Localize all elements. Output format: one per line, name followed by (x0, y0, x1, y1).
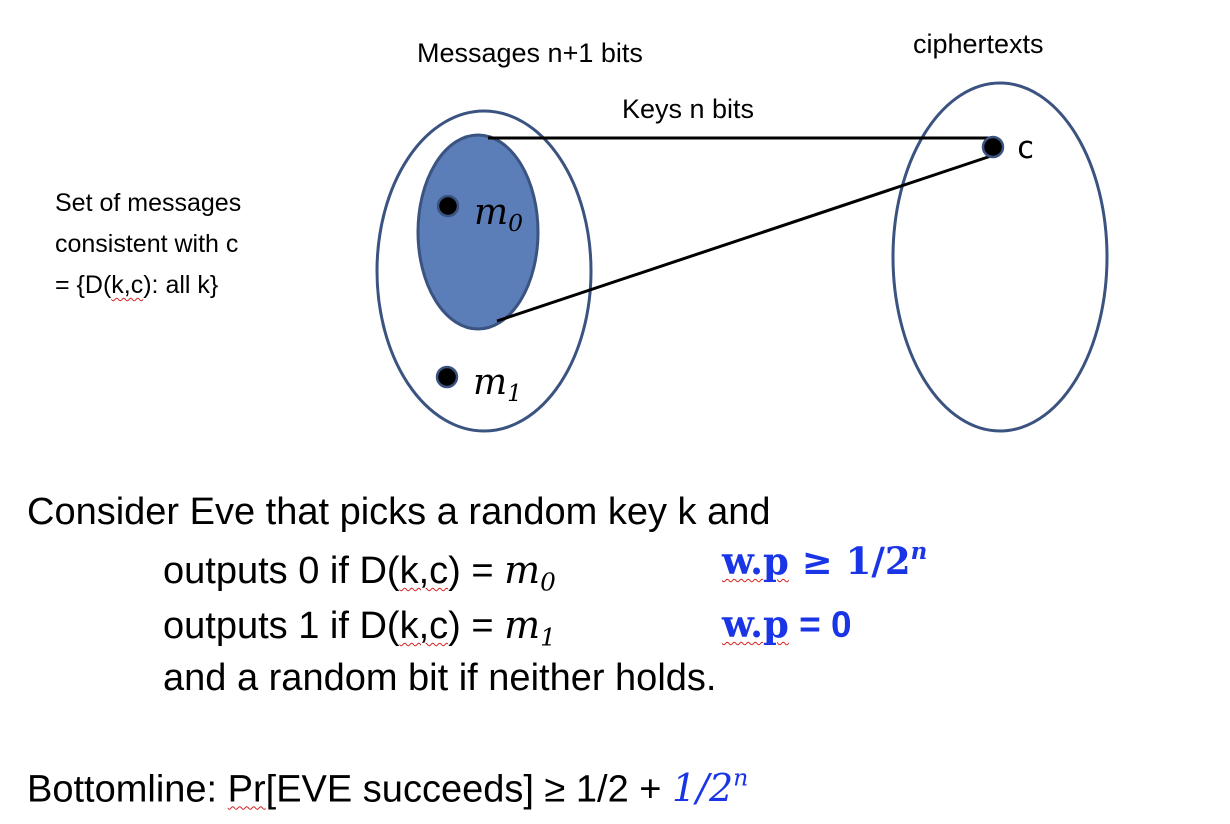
note-line-2: consistent with c (55, 230, 239, 258)
wp-abbrev-2: w.p (722, 602, 789, 646)
key-line-bottom (496, 151, 1001, 323)
c-dot (981, 135, 1005, 159)
consistent-set-note: Set of messages consistent with c = {D(k… (55, 183, 241, 306)
text-line-4: and a random bit if neither holds. (163, 657, 717, 699)
wp-geq-label: w.p ≥ 1/2n (722, 538, 928, 583)
m1-dot (435, 365, 459, 389)
m0-label: m0 (474, 192, 523, 237)
m1-label: m1 (473, 362, 522, 407)
note-line-3: = {D(k,c): all k} (55, 271, 219, 299)
text-line-3: outputs 1 if D(k,c) = m1 (163, 603, 556, 652)
m0-subscript: 0 (508, 209, 524, 238)
ciphertext-c-label: c (1016, 130, 1035, 166)
keys-label: Keys n bits (622, 94, 755, 124)
consistent-set-ellipse (416, 133, 540, 331)
wp-abbrev-1: w.p (722, 538, 789, 583)
note-kc: k,c (111, 271, 144, 299)
m1-subscript: 1 (507, 379, 523, 408)
messages-label: Messages n+1 bits (417, 38, 643, 68)
text-line-2: outputs 0 if D(k,c) = m0 (163, 548, 556, 597)
m0-base: m (474, 192, 509, 233)
bottom-fraction: 1/2n (672, 764, 749, 811)
wp-zero-label: w.p = 0 (722, 602, 852, 646)
bottomline: Bottomline: Pr[EVE succeeds] ≥ 1/2 + 1/2… (27, 764, 749, 811)
ciphertexts-ellipse (891, 81, 1109, 433)
pr-text: Pr (227, 768, 266, 811)
line3-kc: k,c (399, 605, 449, 647)
m0-dot (436, 194, 460, 218)
text-line-1: Consider Eve that picks a random key k a… (27, 491, 771, 533)
ciphertexts-label: ciphertexts (913, 29, 1044, 59)
note-line-1: Set of messages (55, 189, 242, 217)
m1-base: m (473, 362, 508, 403)
line2-kc: k,c (399, 550, 449, 592)
